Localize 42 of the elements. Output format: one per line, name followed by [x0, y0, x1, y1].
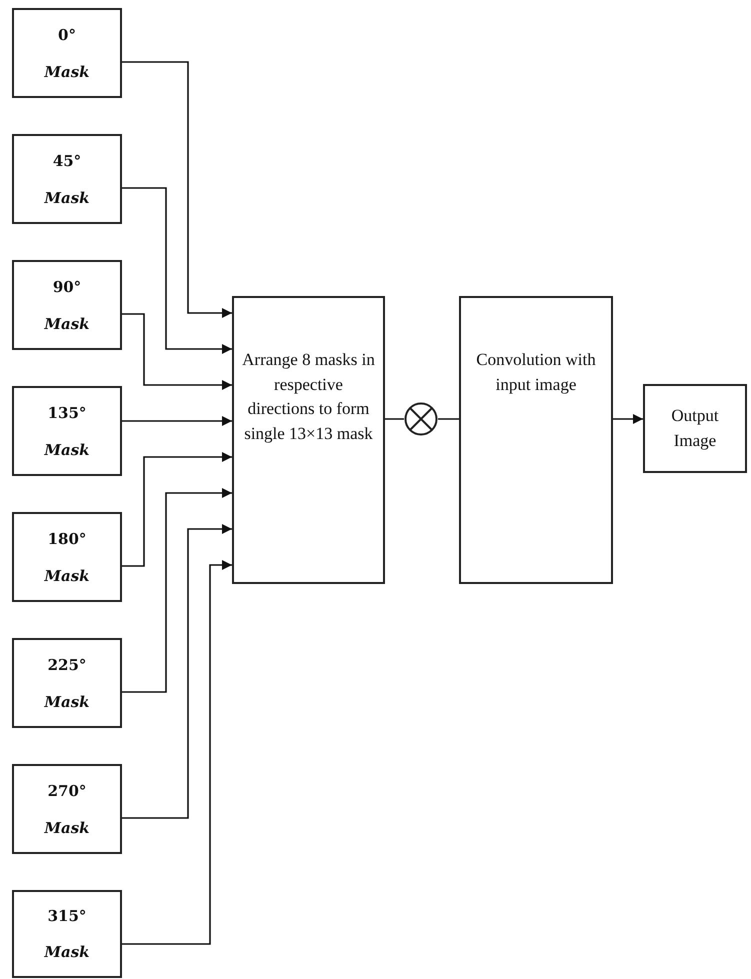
- angle-label: 45°: [52, 152, 82, 170]
- mask-label: Mask: [44, 943, 90, 961]
- arrow: [122, 313, 232, 390]
- connector-line: [385, 418, 404, 420]
- process-text: Arrange 8 masks in respective directions to form single 13×13 mask: [241, 349, 376, 445]
- angle-label: 0°: [58, 26, 76, 44]
- mask-label: Mask: [44, 314, 90, 332]
- angle-label: 270°: [48, 782, 86, 800]
- process-box: [643, 384, 747, 473]
- arrow: [613, 414, 643, 424]
- mask-box: [12, 260, 122, 350]
- mask-box: [12, 764, 122, 854]
- process-box: [232, 296, 385, 584]
- mask-label: Mask: [44, 818, 90, 836]
- mask-box: [12, 134, 122, 224]
- mask-label: Mask: [44, 566, 90, 584]
- angle-label: 90°: [52, 278, 82, 296]
- mask-label: Mask: [44, 692, 90, 710]
- arrow: [122, 187, 232, 354]
- arrow: [122, 416, 232, 426]
- arrow: [122, 452, 232, 567]
- mask-box: [12, 386, 122, 476]
- mask-label: Mask: [44, 440, 90, 458]
- angle-label: 135°: [48, 404, 86, 422]
- mask-box: [12, 890, 122, 978]
- process-text: Output Image: [670, 404, 720, 452]
- angle-label: 315°: [48, 907, 86, 925]
- arrow: [122, 560, 232, 945]
- arrow: [122, 524, 232, 819]
- arrow: [122, 488, 232, 693]
- mask-box: [12, 8, 122, 98]
- process-box: [459, 296, 613, 584]
- multiply-symbol: [404, 402, 438, 436]
- connector-line: [438, 418, 459, 420]
- angle-label: 225°: [48, 656, 86, 674]
- angle-label: 180°: [48, 530, 86, 548]
- mask-box: [12, 512, 122, 602]
- mask-label: Mask: [44, 62, 90, 80]
- arrow: [122, 61, 232, 318]
- process-text: Convolution with input image: [475, 349, 597, 396]
- mask-box: [12, 638, 122, 728]
- mask-label: Mask: [44, 188, 90, 206]
